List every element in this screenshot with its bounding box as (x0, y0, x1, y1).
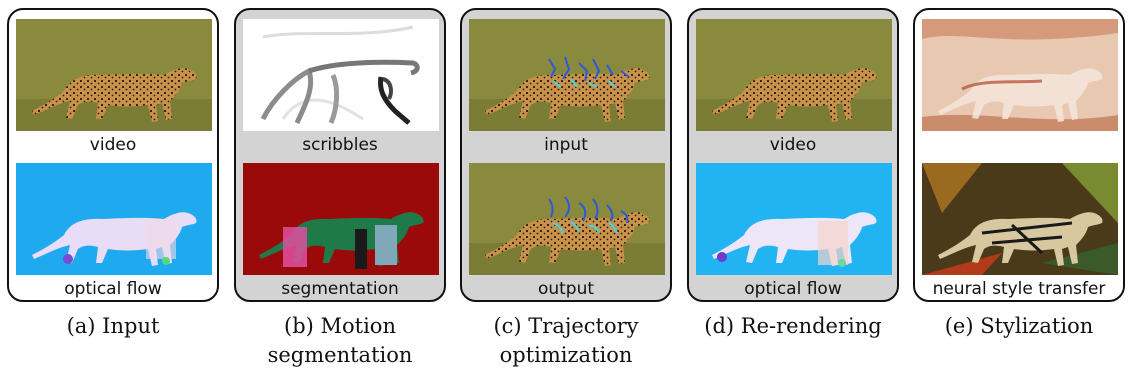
segmentation-image (243, 163, 439, 275)
panel-re-rendering: video optical flow (687, 8, 899, 302)
panel-trajectory-optimization: input output (460, 8, 672, 302)
neural-style-transfer-image (922, 163, 1118, 275)
panel-label: input (544, 135, 588, 155)
panel-label: neural style transfer (932, 279, 1106, 299)
scribbles-image (243, 19, 439, 131)
output-trajectories-image (469, 163, 665, 275)
caption-input: (a) Input (66, 314, 160, 338)
panel-label: video (769, 135, 817, 155)
panel-label: optical flow (744, 279, 842, 299)
panel-stylization: neural style transfer (913, 8, 1125, 302)
caption-trajectory-optimization: (c) Trajectory optimization (493, 314, 639, 367)
optical-flow-image (696, 163, 892, 275)
panel-label: scribbles (302, 135, 378, 155)
panel-input: video optical flow (7, 8, 219, 302)
stylized-watercolor-image (922, 19, 1118, 131)
caption-re-rendering: (d) Re-rendering (704, 314, 882, 338)
input-trajectories-image (469, 19, 665, 131)
panel-label: optical flow (64, 279, 162, 299)
caption-motion-segmentation: (b) Motion segmentation (267, 314, 413, 367)
panel-label: video (89, 135, 137, 155)
panel-motion-segmentation: scribbles segmentation (234, 8, 446, 302)
optical-flow-image (16, 163, 212, 275)
video-frame-image (696, 19, 892, 131)
video-frame-image (16, 19, 212, 131)
panel-label: segmentation (281, 279, 399, 299)
caption-stylization: (e) Stylization (944, 314, 1094, 338)
panel-label: output (537, 279, 595, 299)
